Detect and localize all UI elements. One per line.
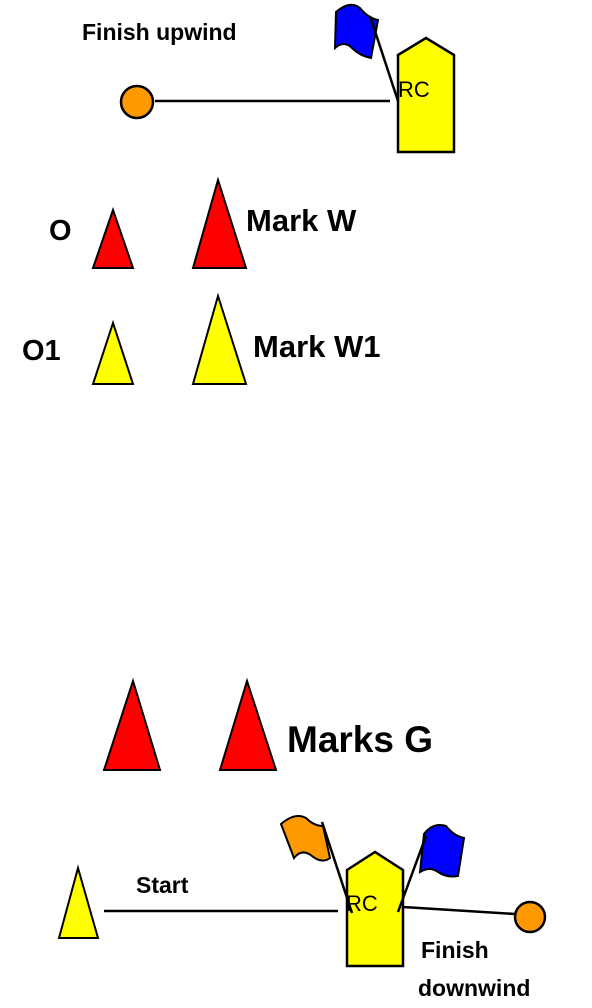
gate-marks-label: Marks G [287,719,433,760]
blue-flag-bottom-pole [396,835,428,913]
offset-red-label: O [49,215,72,247]
gate-mark-left [102,677,162,771]
committee-boat-bottom [345,850,405,968]
gate-mark-right [218,677,278,771]
mark-w-label: Mark W [246,203,357,238]
start-label: Start [136,872,189,898]
finish-downwind-label-line2: downwind [418,975,530,1001]
committee-boat-top-label: RC [398,77,430,102]
offset-yellow-mark [91,319,135,385]
gate-marks-group: Marks G [102,677,433,771]
finish-pin-buoy [119,84,155,120]
finish-downwind-pin-buoy [513,900,547,934]
orange-flag-icon [279,815,332,862]
mark-w1 [191,292,248,385]
committee-boat-top [396,36,456,154]
offset-yellow-label: O1 [22,335,61,367]
finish-downwind-label-line1: Finish [421,937,489,963]
blue-flag-icon [333,3,380,60]
flag-pole [368,15,400,102]
finish-upwind-label: Finish upwind [82,19,237,45]
finish-downwind-line [402,905,516,916]
mark-w1-label: Mark W1 [253,329,380,364]
blue-flag-bottom-icon [418,824,466,878]
mark-w [191,176,248,269]
start-finish-group: Start RC Finish downwind [57,815,547,1001]
start-pin-mark [57,864,100,939]
orange-flag-pole [320,821,354,914]
finish-upwind-group: Finish upwind RC [82,3,456,154]
upwind-marks-group: O Mark W O1 Mark W1 [22,176,380,385]
offset-red-mark [91,206,135,269]
